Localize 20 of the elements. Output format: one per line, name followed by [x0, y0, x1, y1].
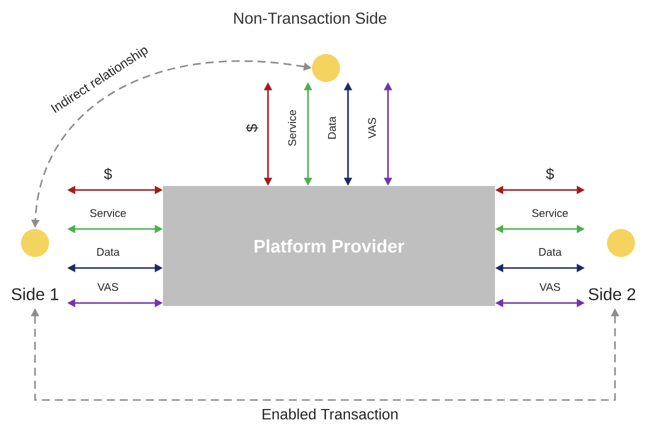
- edge-label: Enabled Transaction: [262, 408, 398, 420]
- edge-label: VAS: [368, 118, 376, 139]
- node-label: Side 2: [588, 288, 636, 300]
- platform-box: Platform Provider: [163, 186, 495, 306]
- circle-node: Side 1: [12, 229, 58, 300]
- edge-label: Service: [532, 208, 568, 218]
- edge-label: $: [546, 168, 554, 180]
- edge-label: VAS: [97, 283, 118, 291]
- edge-label: VAS: [539, 283, 560, 291]
- edge-label: Service: [90, 208, 126, 218]
- edge-label: Data: [539, 248, 562, 256]
- circle-node: Non-Transaction Side: [234, 12, 386, 82]
- node-label: Side 1: [12, 288, 58, 300]
- node-label: Non-Transaction Side: [234, 12, 386, 24]
- edge-label: Data: [328, 116, 336, 139]
- edge-label: Data: [97, 248, 120, 256]
- edge-label: $: [104, 168, 112, 180]
- circle-node: Side 2: [588, 229, 636, 300]
- edge-label: Service: [288, 110, 296, 146]
- edge-label: $: [246, 124, 258, 132]
